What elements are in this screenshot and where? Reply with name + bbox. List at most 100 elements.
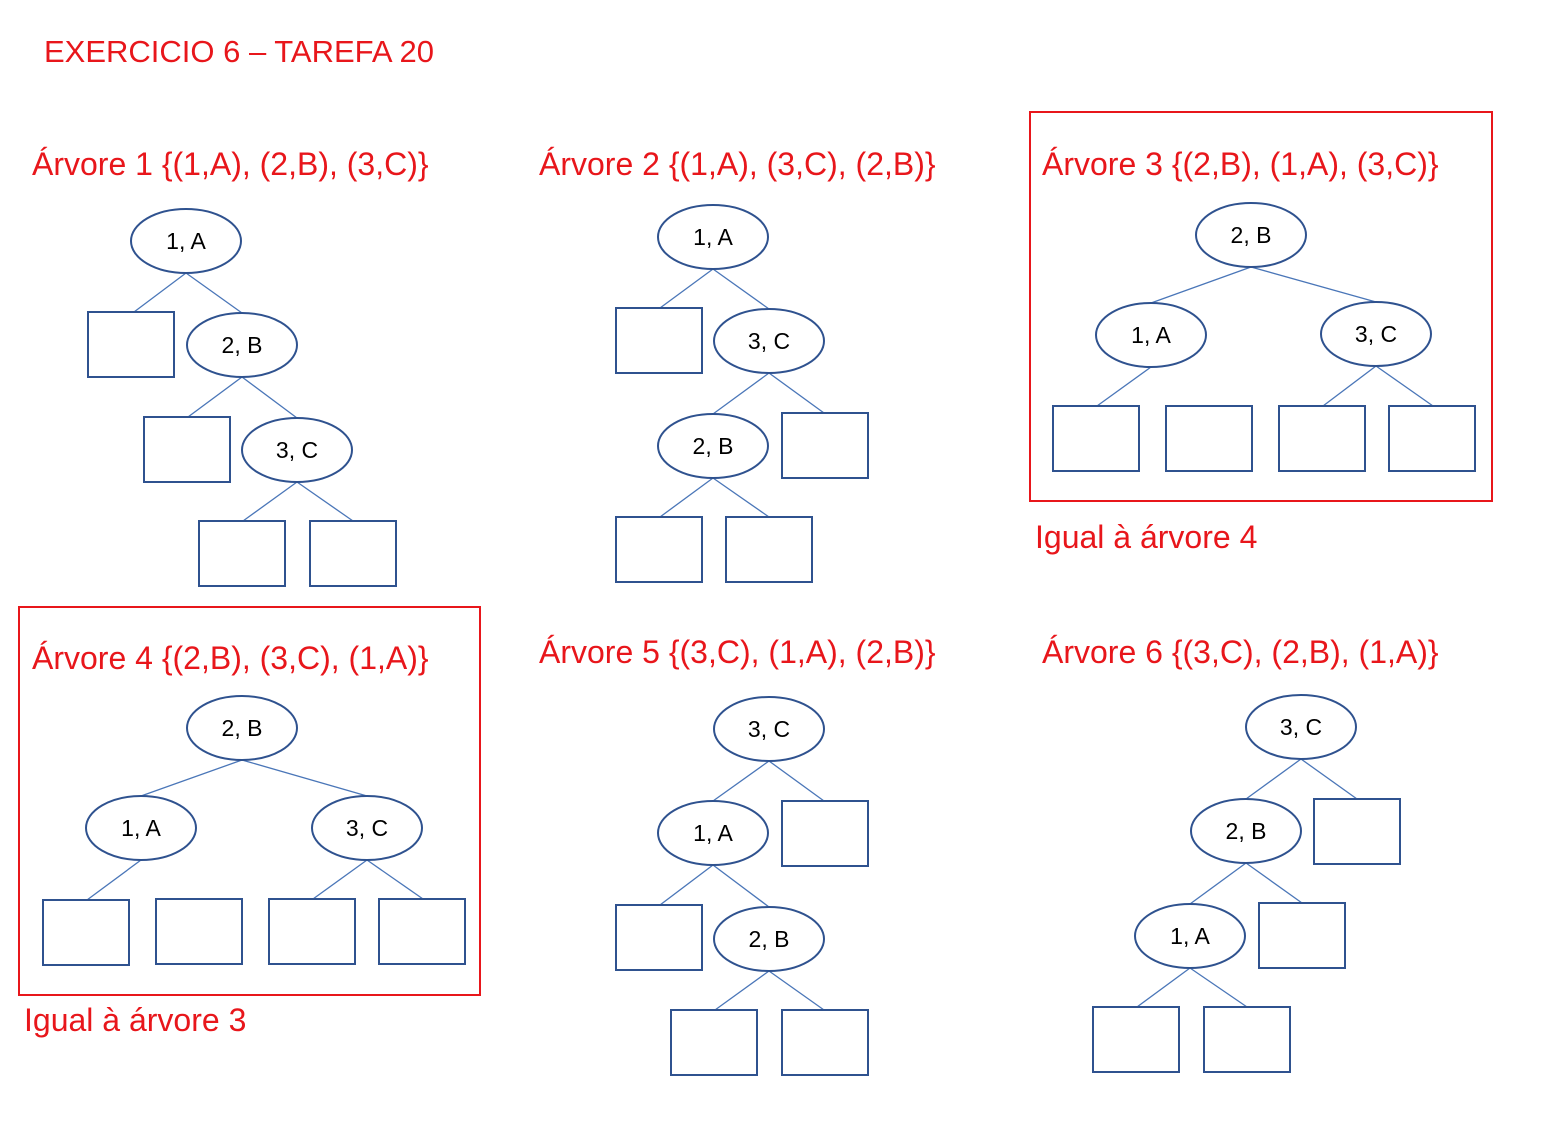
empty-leaf: [42, 899, 130, 966]
tree-node: 1, A: [657, 204, 769, 270]
tree-edge: [768, 970, 825, 1011]
tree-node: 3, C: [713, 696, 825, 762]
tree-edge: [768, 372, 825, 414]
node-label: 1, A: [1170, 923, 1210, 949]
equivalence-note: Igual à árvore 3: [24, 1002, 246, 1038]
tree-node: 3, C: [1245, 694, 1357, 760]
node-label: 1, A: [693, 820, 733, 846]
tree-edge: [1150, 266, 1252, 304]
tree-node: 1, A: [130, 208, 242, 274]
node-label: 2, B: [693, 433, 734, 459]
tree-edge: [659, 864, 714, 906]
tree-edge: [712, 760, 770, 802]
empty-leaf: [1092, 1006, 1180, 1073]
tree-node: 1, A: [1095, 302, 1207, 368]
node-ellipse: [186, 312, 298, 378]
tree-edge: [1245, 862, 1303, 904]
tree-edge: [1245, 758, 1302, 800]
tree-edge: [1136, 967, 1191, 1008]
node-ellipse: [713, 696, 825, 762]
node-label: 2, B: [749, 926, 790, 952]
tree-node: 3, C: [713, 308, 825, 374]
tree-node: 2, B: [657, 413, 769, 479]
tree-edge: [712, 268, 770, 310]
node-label: 2, B: [1231, 222, 1272, 248]
empty-leaf: [155, 898, 243, 965]
tree-edge: [712, 864, 770, 908]
tree-edge: [768, 760, 825, 802]
tree-edge: [187, 376, 243, 418]
tree-edge: [366, 859, 424, 900]
tree-node: 2, B: [1195, 202, 1307, 268]
empty-leaf: [725, 516, 813, 583]
tree-edge: [659, 477, 714, 518]
empty-leaf: [1258, 902, 1346, 969]
node-ellipse: [713, 906, 825, 972]
empty-leaf: [1388, 405, 1476, 472]
empty-leaf: [87, 311, 175, 378]
empty-leaf: [615, 516, 703, 583]
node-ellipse: [713, 308, 825, 374]
node-ellipse: [241, 417, 353, 483]
node-label: 1, A: [1131, 322, 1171, 348]
node-label: 3, C: [346, 815, 388, 841]
node-label: 3, C: [1280, 714, 1322, 740]
tree-edge: [1322, 365, 1377, 407]
tree-edge: [1250, 266, 1377, 303]
empty-leaf: [615, 904, 703, 971]
empty-leaf: [198, 520, 286, 587]
node-ellipse: [657, 204, 769, 270]
highlight-frame: [18, 606, 481, 996]
tree-edge: [1189, 862, 1247, 905]
tree-edge: [140, 759, 243, 797]
node-ellipse: [186, 695, 298, 761]
empty-leaf: [1203, 1006, 1291, 1073]
empty-leaf: [1313, 798, 1401, 865]
node-ellipse: [1320, 301, 1432, 367]
tree-edge: [712, 372, 770, 415]
node-ellipse: [1134, 903, 1246, 969]
tree-edge: [659, 268, 714, 309]
tree-edge: [133, 272, 187, 313]
tree-edge: [241, 376, 298, 419]
node-ellipse: [1195, 202, 1307, 268]
node-label: 3, C: [748, 716, 790, 742]
tree-title: Árvore 3 {(2,B), (1,A), (3,C)}: [1042, 146, 1439, 182]
empty-leaf: [268, 898, 356, 965]
tree-node: 2, B: [713, 906, 825, 972]
tree-edge: [714, 970, 770, 1011]
highlight-frame: [1029, 111, 1493, 502]
node-label: 2, B: [222, 332, 263, 358]
node-ellipse: [311, 795, 423, 861]
tree-edge: [1300, 758, 1358, 800]
empty-leaf: [309, 520, 397, 587]
node-ellipse: [657, 800, 769, 866]
node-ellipse: [130, 208, 242, 274]
tree-edge: [185, 272, 243, 314]
tree-node: 3, C: [1320, 301, 1432, 367]
node-ellipse: [1095, 302, 1207, 368]
tree-6: Árvore 6 {(3,C), (2,B), (1,A)}3, C2, B1,…: [1042, 634, 1439, 1073]
tree-title: Árvore 6 {(3,C), (2,B), (1,A)}: [1042, 634, 1439, 670]
node-label: 1, A: [693, 224, 733, 250]
node-label: 1, A: [166, 228, 206, 254]
tree-node: 3, C: [311, 795, 423, 861]
tree-edge: [242, 481, 298, 522]
tree-node: 1, A: [85, 795, 197, 861]
node-ellipse: [85, 795, 197, 861]
empty-leaf: [615, 307, 703, 374]
empty-leaf: [1052, 405, 1140, 472]
equivalence-note: Igual à árvore 4: [1035, 519, 1257, 555]
empty-leaf: [670, 1009, 758, 1076]
page-title: EXERCICIO 6 – TAREFA 20: [44, 34, 434, 69]
empty-leaf: [781, 412, 869, 479]
node-ellipse: [657, 413, 769, 479]
tree-edge: [241, 759, 368, 797]
node-label: 3, C: [748, 328, 790, 354]
tree-edge: [1096, 366, 1152, 407]
tree-edge: [312, 859, 368, 900]
empty-leaf: [1165, 405, 1253, 472]
node-label: 1, A: [121, 815, 161, 841]
tree-node: 2, B: [186, 695, 298, 761]
tree-node: 1, A: [657, 800, 769, 866]
